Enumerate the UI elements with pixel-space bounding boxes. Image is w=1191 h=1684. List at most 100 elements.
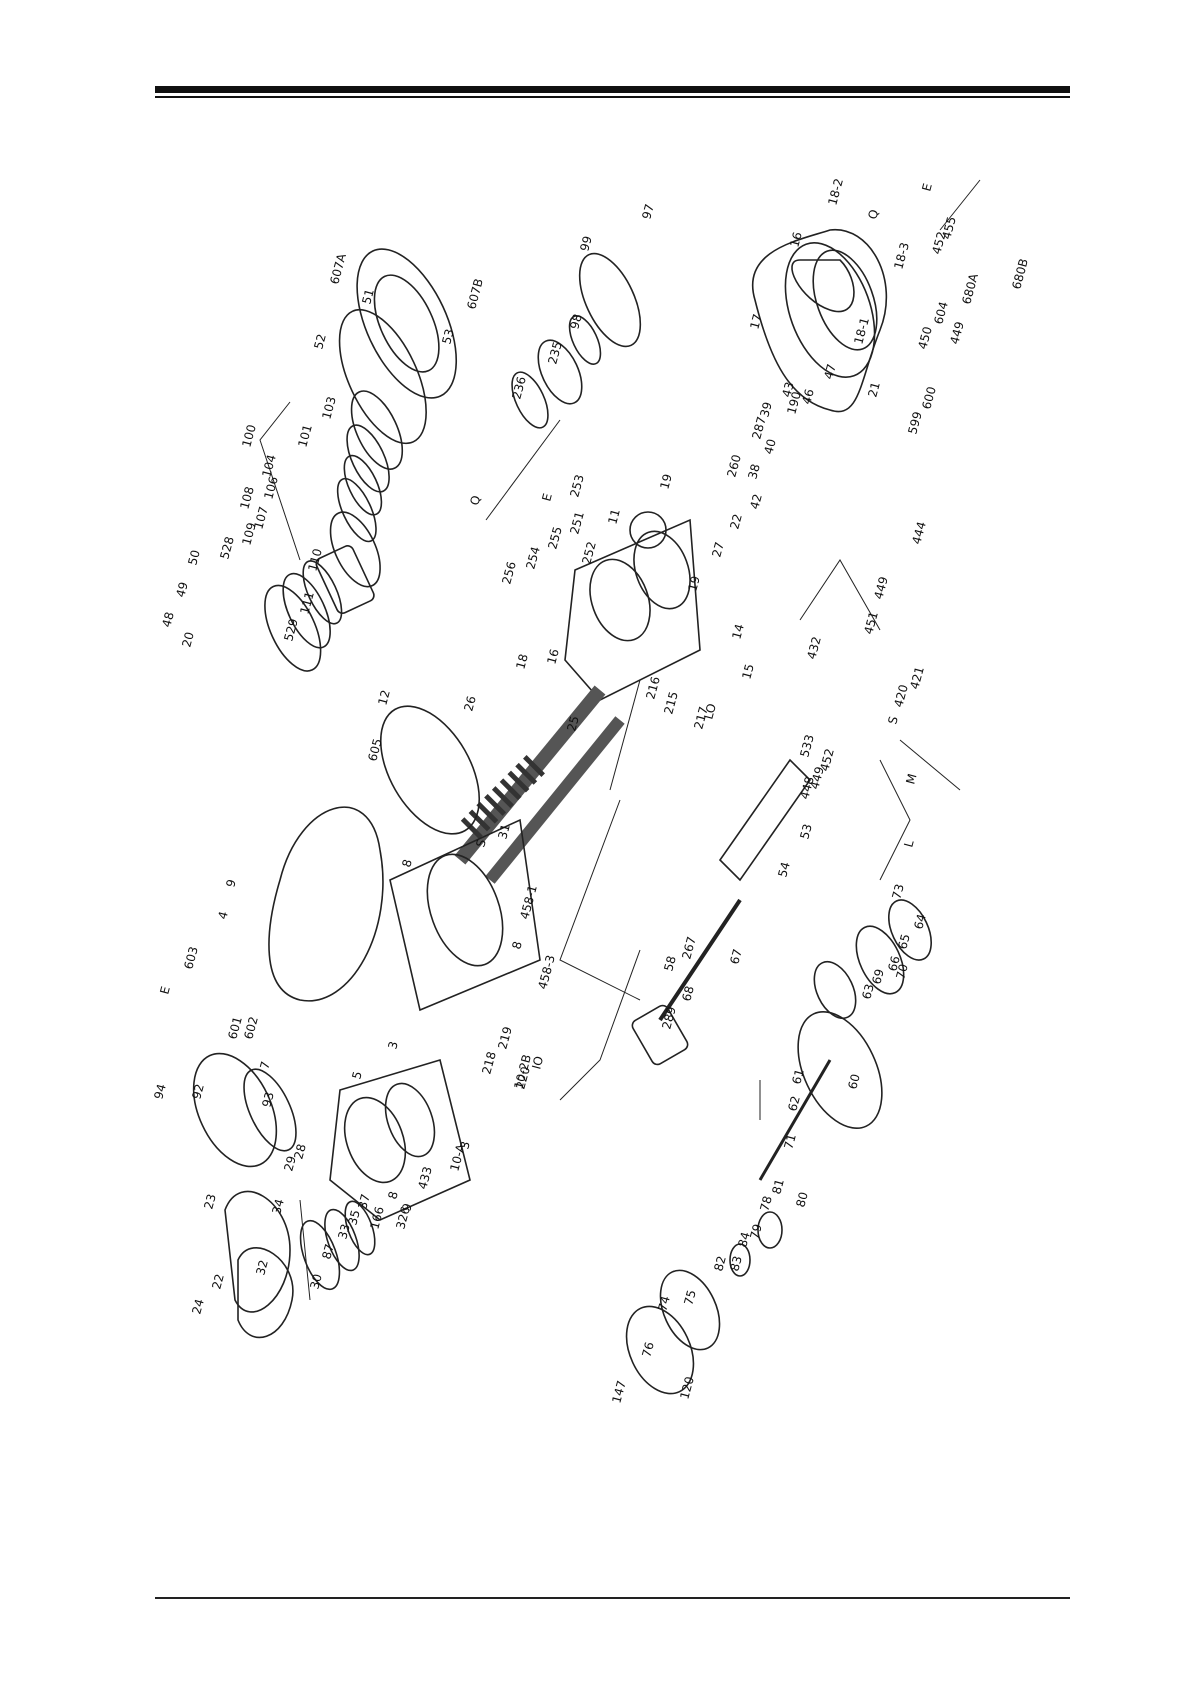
part-label: 109 (239, 521, 258, 547)
part-label: 599 (905, 410, 924, 436)
part-label: 607A (327, 251, 349, 285)
part-label: 43 (779, 380, 796, 398)
part-label: 54 (775, 860, 792, 878)
part-label: 34 (269, 1197, 286, 1215)
main-housing-center (564, 511, 701, 701)
part-label: 529 (281, 617, 300, 643)
part-label: 236 (509, 375, 528, 401)
part-label: 111 (297, 590, 316, 616)
part-label: 455 (939, 215, 958, 241)
part-label: Q (865, 208, 881, 221)
part-label: 12 (375, 688, 392, 706)
part-label: 107 (251, 505, 270, 531)
part-label: 444 (909, 520, 928, 546)
part-label: 39 (757, 400, 774, 418)
part-label: 251 (567, 510, 586, 536)
part-label: 605 (365, 737, 384, 763)
part-label: 92 (189, 1082, 206, 1100)
part-label: 217 (691, 705, 710, 731)
part-label: 76 (639, 1340, 656, 1358)
part-label: 26 (461, 694, 478, 712)
part-label: 98 (567, 312, 584, 330)
bearing-set-top (511, 252, 642, 429)
part-label: 63 (859, 982, 876, 1000)
top-rule-thick (155, 86, 1070, 93)
part-label: 8 (509, 940, 525, 951)
part-label: 82 (711, 1254, 728, 1272)
part-label: 50 (185, 548, 202, 566)
part-label: 27 (709, 540, 726, 558)
part-label: S (473, 838, 488, 849)
part-label: 287 (749, 415, 768, 441)
part-label: 33 (335, 1222, 352, 1240)
part-label: 680A (959, 271, 981, 305)
part-label: 20 (179, 630, 196, 648)
part-label: 680B (1009, 257, 1031, 291)
part-label: 104 (259, 453, 278, 479)
part-label: 216 (643, 675, 662, 701)
gasket-left (268, 705, 481, 1002)
part-label: 420 (891, 683, 910, 709)
part-label: 87 (319, 1242, 336, 1260)
part-label: 260 (724, 453, 743, 479)
part-label: 40 (761, 437, 778, 455)
part-label: 602 (241, 1015, 260, 1041)
part-label: 18-3 (891, 241, 912, 271)
part-label: 62 (785, 1094, 802, 1112)
part-label: 67 (727, 947, 744, 965)
part-label: 24 (189, 1297, 206, 1315)
part-label: 37 (355, 1192, 372, 1210)
part-label: 147 (609, 1379, 628, 1405)
part-label: 215 (661, 690, 680, 716)
part-label: 607B (464, 277, 486, 311)
part-label: 38 (745, 462, 762, 480)
part-label: 100 (239, 423, 258, 449)
part-label: 218 (479, 1050, 498, 1076)
part-label: 70 (893, 962, 910, 980)
part-label: 450 (915, 325, 934, 351)
part-label: 22 (209, 1272, 226, 1290)
suction-housing (389, 818, 541, 1012)
part-label: 18-1 (851, 316, 872, 346)
part-label: E (919, 182, 934, 193)
part-label: 5 (349, 1070, 365, 1081)
part-label: 9 (223, 878, 239, 889)
slide-valve (631, 758, 812, 1066)
part-label: 75 (681, 1288, 698, 1306)
part-label: 110 (305, 547, 324, 573)
part-label: S (885, 715, 900, 726)
part-label: 66 (885, 954, 902, 972)
part-label: 53 (797, 822, 814, 840)
part-label: 254 (523, 545, 542, 571)
part-label: 18-2 (825, 177, 846, 207)
part-label: 452 (929, 230, 948, 256)
part-label: 22 (727, 512, 744, 530)
part-label: 601 (225, 1015, 244, 1041)
part-label: 600 (919, 385, 938, 411)
part-label: 46 (799, 387, 816, 405)
part-label: 8 (399, 858, 415, 869)
part-label: 256 (499, 560, 518, 586)
part-label: 4 (215, 910, 231, 921)
part-label: 190 (784, 390, 803, 416)
part-label: 603 (181, 945, 200, 971)
part-label: 58 (661, 954, 678, 972)
part-label: 64 (911, 912, 928, 930)
cover-assembly-top (264, 248, 458, 672)
part-label: 219 (495, 1025, 514, 1051)
part-label: 51 (359, 287, 376, 305)
part-label: 14 (729, 622, 746, 640)
part-label: 30 (307, 1272, 324, 1290)
part-label: 326 (393, 1205, 412, 1231)
part-label: 3 (457, 1140, 473, 1151)
part-label: 53 (439, 327, 456, 345)
part-label: 28 (291, 1142, 308, 1160)
part-label: 93 (259, 1090, 276, 1108)
part-label: 166 (367, 1205, 386, 1231)
part-label: 61 (789, 1067, 806, 1085)
part-label: 432 (804, 635, 823, 661)
part-label: 48 (159, 610, 176, 628)
part-label: 71 (781, 1132, 798, 1150)
